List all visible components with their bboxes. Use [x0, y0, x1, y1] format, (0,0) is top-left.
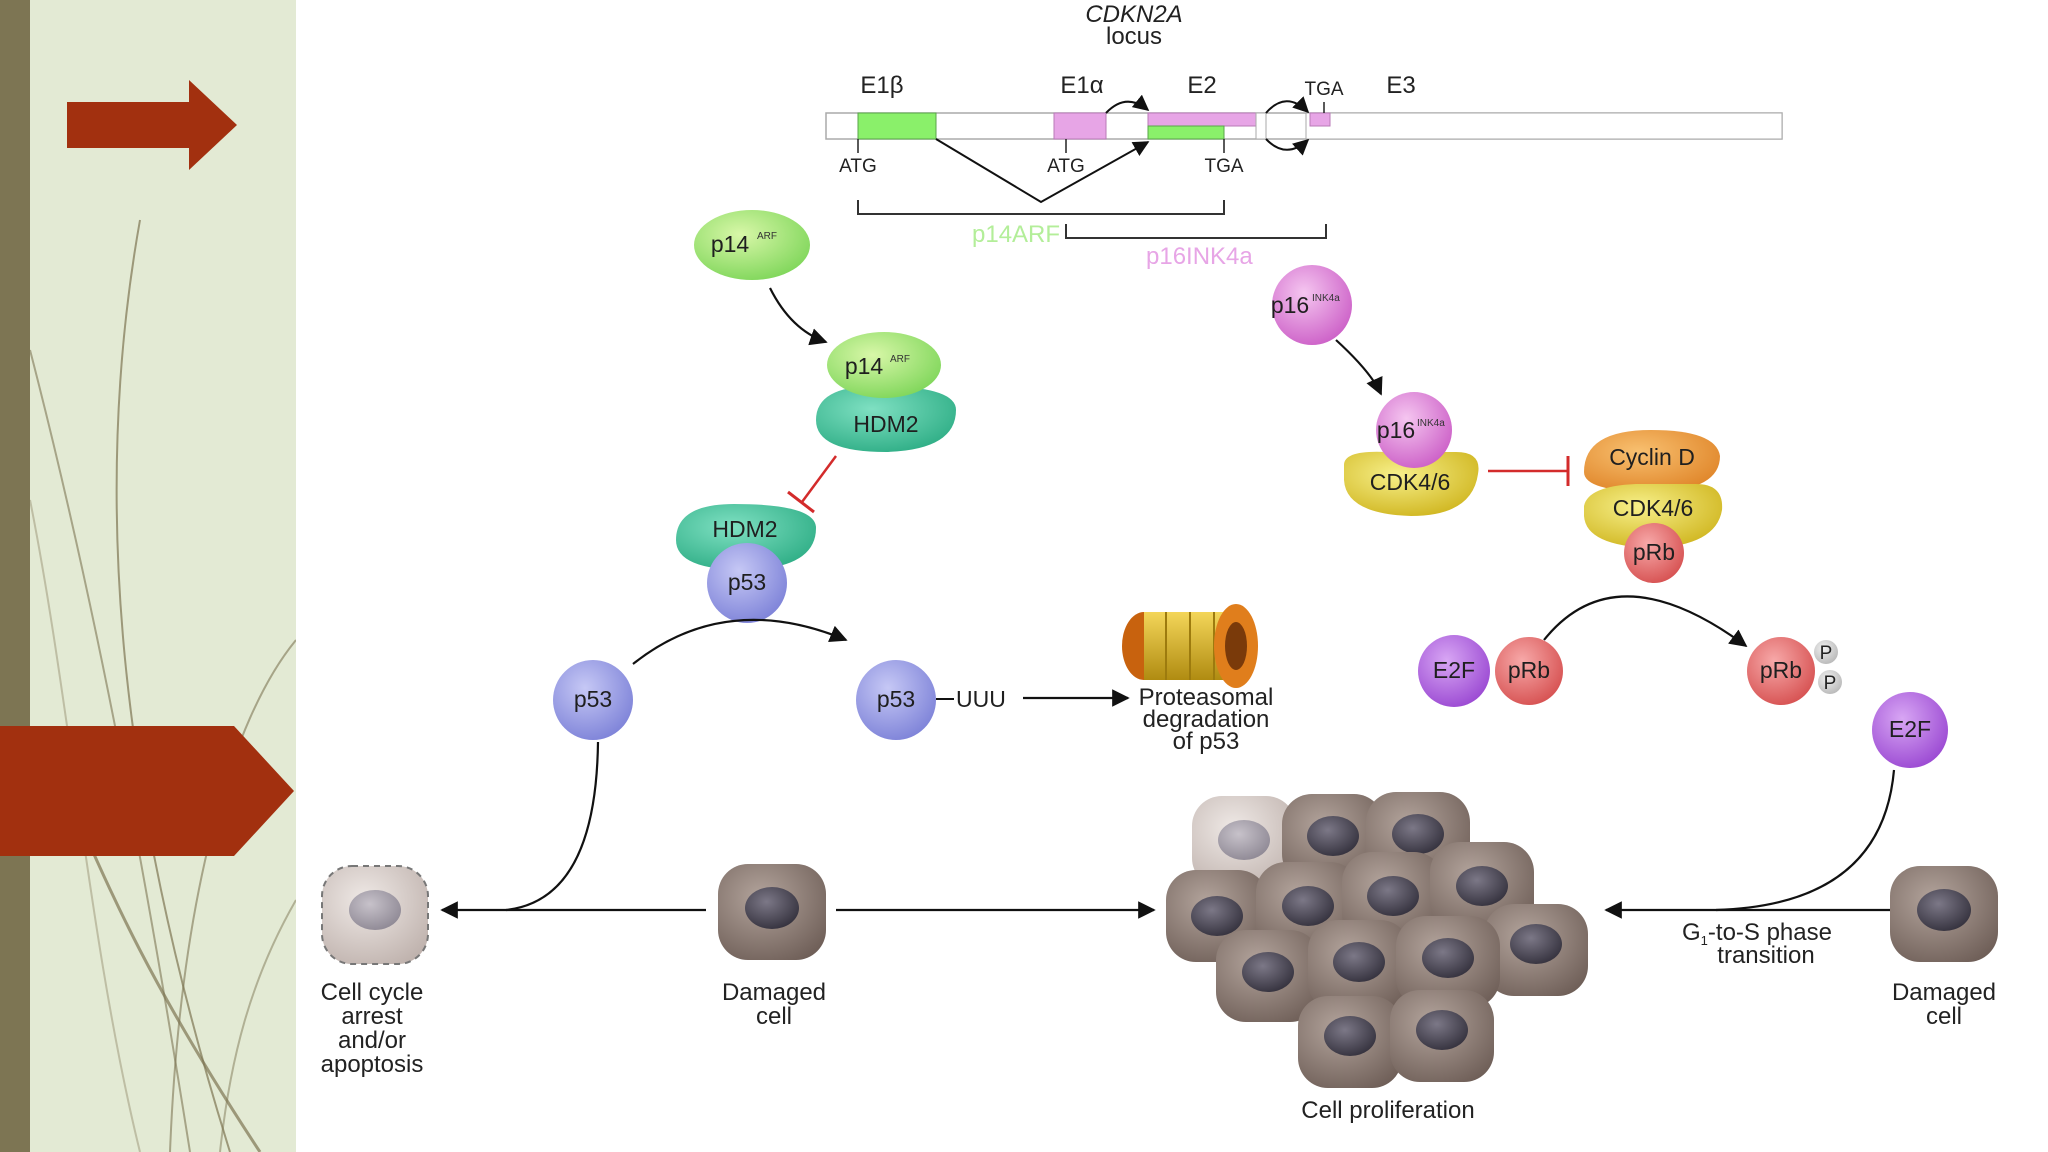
p14-hdm2-complex: HDM2 p14 ARF	[816, 332, 956, 452]
p14-sup-2: ARF	[890, 354, 910, 365]
damaged-left-label-1: Damaged	[722, 979, 826, 1006]
phospho-label-1: P	[1820, 643, 1833, 664]
sidebar-panel	[30, 0, 296, 1152]
cdk46-label-1: CDK4/6	[1370, 469, 1451, 495]
damaged-right-label-2: cell	[1926, 1003, 1962, 1030]
sidebar-strip	[0, 0, 30, 1152]
proteasome-label-1: Proteasomal	[1139, 684, 1274, 711]
proteasome-label-2: degradation	[1143, 706, 1270, 733]
exon-e1b-label: E1β	[860, 72, 903, 99]
transcript-p16-label: p16INK4a	[1146, 243, 1253, 270]
proliferating-cells-icon	[1166, 792, 1588, 1088]
arrest-label-2: arrest	[341, 1003, 403, 1030]
phospho-label-2: P	[1824, 673, 1837, 694]
p16-label-2: p16	[1377, 417, 1415, 443]
exon-e2-green	[1147, 125, 1225, 140]
p16-branch: p16 INK4a CDK4/6 p16 INK4a Cyclin D CDK4…	[1271, 265, 1948, 768]
prb-label-2: pRb	[1508, 657, 1550, 683]
damaged-cell-right-icon	[1890, 866, 1998, 962]
cell-outcomes: Cell cycle arrest and/or apoptosis Damag…	[321, 741, 1998, 1124]
g1s-label-part1: G1-to-S phase	[1682, 919, 1832, 948]
e2f-label-2: E2F	[1889, 716, 1931, 742]
arrest-label-3: and/or	[338, 1027, 406, 1054]
cyclin-d-label: Cyclin D	[1609, 444, 1695, 470]
exon-e2-pink	[1147, 112, 1257, 127]
e2f-prb-complex: E2F pRb	[1418, 635, 1563, 707]
arrested-cell-icon	[321, 865, 429, 965]
hdm2-label-1: HDM2	[853, 411, 918, 437]
p16-label-1: p16	[1271, 292, 1309, 318]
exon-e1b-box	[857, 112, 937, 140]
decorative-grass-lines	[30, 219, 296, 1152]
prb-label-1: pRb	[1633, 539, 1675, 565]
p53-label-3: p53	[877, 686, 915, 712]
p53-label-2: p53	[574, 686, 612, 712]
exon-e2-label: E2	[1187, 72, 1216, 99]
prb-label-3: pRb	[1760, 657, 1802, 683]
locus-subtitle: locus	[1106, 23, 1162, 50]
damaged-left-label-2: cell	[756, 1003, 792, 1030]
right-arrow-icon	[67, 80, 237, 170]
proteasome-icon	[1122, 604, 1258, 688]
e2f-free: E2F	[1872, 692, 1948, 768]
phospho-prb: pRb P P	[1747, 637, 1842, 705]
exon-e3-box	[1305, 112, 1783, 140]
p14-label-1: p14	[711, 231, 750, 257]
p14-sup-1: ARF	[757, 231, 777, 242]
g1s-label-part2: transition	[1717, 942, 1814, 969]
arrest-label-4: apoptosis	[321, 1051, 424, 1078]
ubiquitin-chain-label: UUU	[956, 686, 1006, 712]
hdm2-label-2: HDM2	[712, 516, 777, 542]
codon-atg-1: ATG	[839, 156, 877, 177]
p14-protein-free: p14 ARF	[694, 210, 810, 280]
p53-free: p53	[553, 660, 633, 740]
cyclind-cdk46-prb-complex: Cyclin D CDK4/6 pRb	[1584, 430, 1723, 583]
locus-title: CDKN2A	[1085, 1, 1182, 28]
p16-sup-1: INK4a	[1312, 293, 1340, 304]
p53-ubiquitinated: p53 UUU	[856, 660, 1006, 740]
cdk46-label-2: CDK4/6	[1613, 495, 1694, 521]
exon-e1a-label: E1α	[1060, 72, 1103, 99]
damaged-right-label-1: Damaged	[1892, 979, 1996, 1006]
chevron-banner-icon	[0, 726, 294, 856]
p53-label-1: p53	[728, 569, 766, 595]
hdm2-p53-complex: HDM2 p53	[676, 504, 816, 623]
p16-sup-2: INK4a	[1417, 418, 1445, 429]
proteasome-label-3: of p53	[1173, 728, 1240, 755]
codon-atg-2: ATG	[1047, 156, 1085, 177]
codon-tga-top: TGA	[1304, 79, 1343, 100]
intron-gap	[1255, 112, 1267, 140]
damaged-cell-left-icon	[718, 864, 826, 960]
p14-branch: p14 ARF HDM2 p14 ARF HDM2 p53 p53 p53	[553, 210, 1273, 755]
p14-label-2: p14	[845, 353, 884, 379]
exon-e3-label: E3	[1386, 72, 1415, 99]
transcript-p14-label: p14ARF	[972, 221, 1060, 248]
e2f-label-1: E2F	[1433, 657, 1475, 683]
proliferation-label: Cell proliferation	[1301, 1097, 1474, 1124]
codon-tga-bottom: TGA	[1204, 156, 1243, 177]
cdkn2a-pathway-diagram: CDKN2A locus E1β E1α E2 E3 TGA ATG ATG T…	[296, 0, 2048, 1152]
arrest-label-1: Cell cycle	[321, 979, 424, 1006]
exon-e3-pink	[1309, 112, 1331, 127]
p16-cdk46-complex: CDK4/6 p16 INK4a	[1344, 392, 1479, 516]
p16-protein-free: p16 INK4a	[1271, 265, 1352, 345]
cdkn2a-locus: CDKN2A locus E1β E1α E2 E3 TGA ATG ATG T…	[825, 1, 1783, 270]
exon-e1a-box	[1053, 112, 1107, 140]
